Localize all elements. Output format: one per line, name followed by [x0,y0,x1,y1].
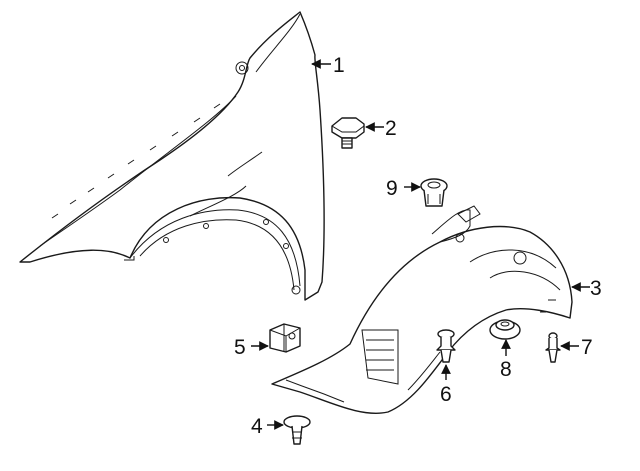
callout-9: 9 [386,177,398,200]
callout-8: 8 [500,358,512,381]
callout-6: 6 [440,383,452,406]
wheel-liner-part [271,205,573,414]
rivet-clip-part [436,329,456,363]
callout-1: 1 [333,54,345,77]
nut-part [489,319,521,340]
grommet-part [420,178,448,207]
push-pin-clip-part [283,415,311,445]
callout-3: 3 [590,277,602,300]
bracket-part [269,323,301,353]
callout-2: 2 [385,117,397,140]
screw-part [545,332,561,363]
bolt-part [331,117,365,149]
callout-7: 7 [581,336,593,359]
callout-5: 5 [234,336,246,359]
callout-4: 4 [251,415,263,438]
fender-part [19,11,325,301]
